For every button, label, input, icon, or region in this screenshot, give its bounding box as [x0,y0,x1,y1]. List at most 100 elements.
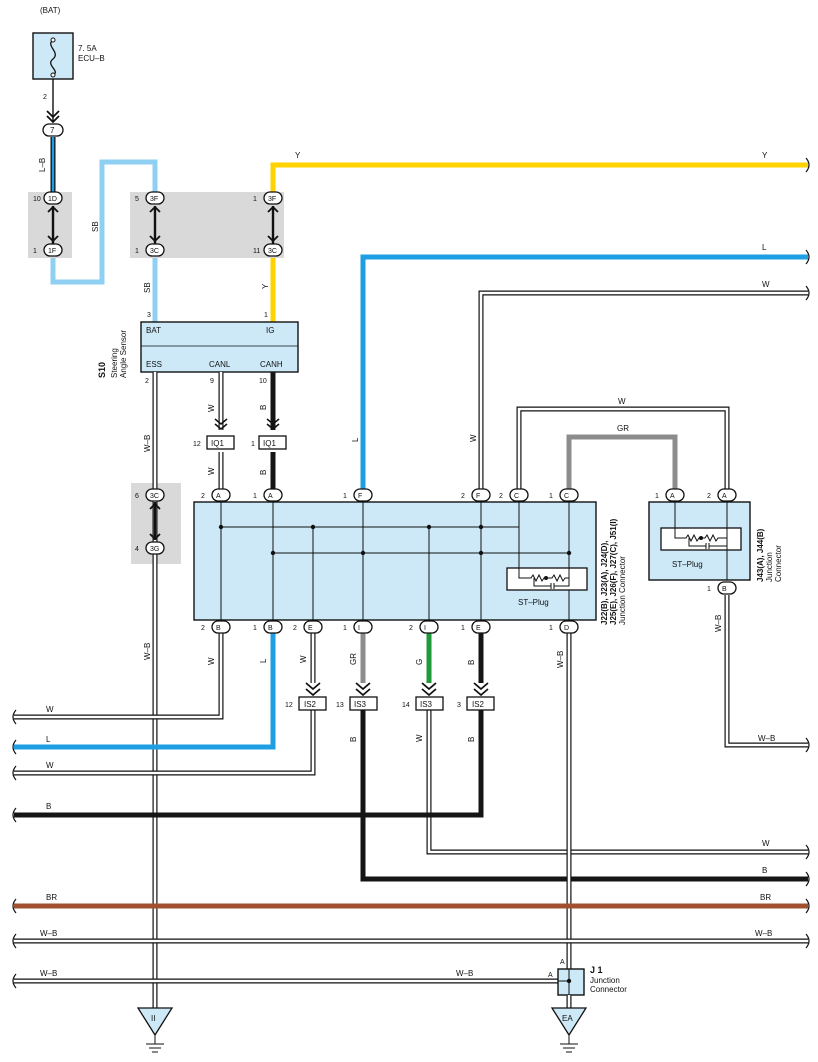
connector-3c-right: 3C [263,235,283,257]
junction-right-pin-a2-label: A [722,493,727,500]
wire-label-gr-ca: GR [617,424,629,433]
wire-label-w-right: W [762,280,770,289]
connector-iq1-right: IQ1 [258,418,287,450]
junction-right-name-1: Junction [765,552,774,582]
junction-pin-e2-pin: 2 [293,625,297,632]
ground-ii: II [136,1007,174,1053]
sensor-pin-3: 3 [147,312,151,319]
sensor-canh: CANH [260,360,283,369]
is3-left-pin: 13 [336,702,344,709]
wire-label-wb-bus1-right: W–B [755,929,772,938]
wire-label-w-left: W [46,705,54,714]
sensor-name-2: Angle Sensor [119,330,128,378]
connector-3c-ess: 3C [145,488,165,510]
junction-pin-f2-pin: 2 [461,493,465,500]
wire-sb-loop [50,159,158,285]
junction-pin-d1-pin: 1 [549,625,553,632]
wire-label-w-right-low: W [762,839,770,848]
junction-internal-bus [220,502,570,620]
wire-label-b-canh-2: B [259,470,268,475]
junction-pin-d1-label: D [564,625,569,632]
junction-pin-f1-pin: 1 [343,493,347,500]
wire-label-w-is3: W [415,734,424,742]
svg-text:IQ1: IQ1 [263,439,276,448]
connector-1d: 1D [43,191,63,213]
j1-id: J 1 [590,965,603,975]
wire-label-sb: SB [91,221,100,232]
junction-pin-d1: D [559,620,579,634]
wire-label-w-canl: W [207,404,216,412]
j1-pin-left: A [548,972,553,979]
connector-3c-right-label: 3C [268,248,277,255]
wire-label-y-top-right: Y [762,151,768,160]
junction-right-pin-a2-pin: 2 [707,493,711,500]
junction-pin-b1-label: B [268,625,273,632]
junction-pin-i2: I [419,620,439,634]
is2-right-pin: 3 [457,702,461,709]
wire-label-b-right: B [762,866,767,875]
junction-main-ids-2: J25(E), J26(F), J27(C), J51(I) [609,518,618,625]
st-plug-right [660,502,742,580]
connector-3c-left-label: 3C [150,248,159,255]
j1-name-2: Connector [590,985,627,994]
junction-pin-b2: B [211,620,231,634]
wire-l-b1 [14,633,276,750]
sensor-bat: BAT [146,326,161,335]
steering-angle-sensor [140,321,299,373]
wire-b-e1 [14,633,484,818]
connector-1f: 1F [43,235,63,257]
junction-right-pin-b1-label: B [722,586,727,593]
junction-pin-a2: A [211,488,231,502]
junction-pin-b1: B [263,620,283,634]
wire-label-wb-bus2-mid: W–B [456,969,473,978]
wire-label-wb-d1: W–B [556,651,565,668]
junction-pin-c1-label: C [564,493,569,500]
junction-right-pin-b1: B [717,581,737,595]
wire-y-top [270,162,808,192]
wire-label-g-i2: G [415,659,424,665]
svg-text:IS3: IS3 [420,700,433,709]
sensor-ig: IG [266,326,274,335]
sensor-pin-10: 10 [259,378,267,385]
wire-l-right [360,254,808,490]
junction-main-name: Junction Connector [618,556,627,625]
connector-3f-left-label: 3F [150,196,158,203]
svg-text:IS2: IS2 [472,700,485,709]
st-plug-main-label: ST–Plug [518,598,549,607]
wire-label-b-is2: B [467,737,476,742]
wire-label-l-vert: L [351,437,360,442]
junction-pin-a1: A [263,488,283,502]
junction-pin-b2-pin: 2 [201,625,205,632]
iq1-right-pin: 1 [251,441,255,448]
fuse-terminal [50,72,56,78]
wire-w-e2 [14,633,316,776]
svg-text:IQ1: IQ1 [211,439,224,448]
junction-right-pin-b1-pin: 1 [707,586,711,593]
connector-3c-ess-label: 3C [150,493,159,500]
junction-pin-i1: I [353,620,373,634]
wire-label-w-vert: W [469,434,478,442]
junction-pin-f1-label: F [358,493,362,500]
iq1-left-pin: 12 [193,441,201,448]
wire-gr-i1 [360,633,808,882]
junction-pin-c1: C [559,488,579,502]
connector-3f-right: 3F [263,191,283,213]
connector-3c-right-pin: 11 [253,248,260,255]
junction-pin-f2: F [471,488,491,502]
wire-label-w-canl-2: W [207,467,216,475]
wire-g-i2 [426,633,808,855]
connector-iq1-left: IQ1 [206,418,235,450]
junction-pin-e1-pin: 1 [461,625,465,632]
junction-pin-a1-pin: 1 [253,493,257,500]
j1-name-1: Junction [590,976,620,985]
junction-pin-a2-pin: 2 [201,493,205,500]
connector-3f-right-pin: 1 [253,196,257,203]
is3-right-pin: 14 [402,702,410,709]
wire-w-right [478,290,808,490]
junction-pin-b1-pin: 1 [253,625,257,632]
connector-7: 7 [42,110,64,137]
wire-label-wb-ess: W–B [143,435,152,452]
connector-3c-left-pin: 1 [135,248,139,255]
junction-pin-e1: E [471,620,491,634]
junction-connector-main [193,501,597,621]
